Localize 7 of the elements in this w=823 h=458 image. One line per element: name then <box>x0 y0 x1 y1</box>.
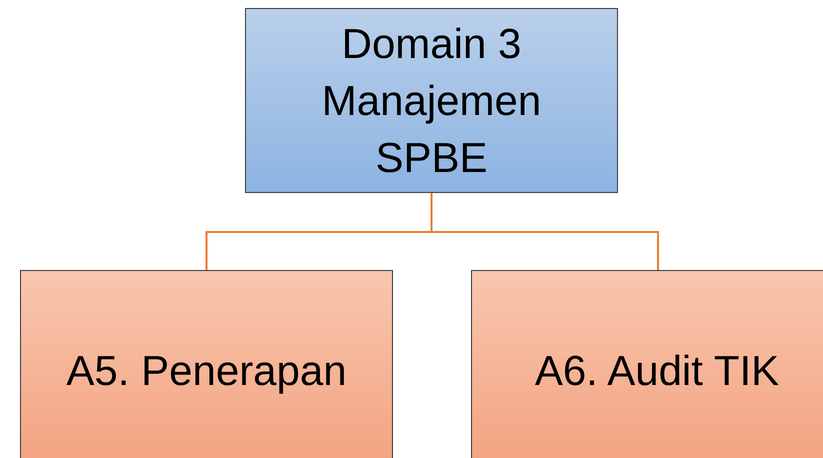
process-box <box>471 270 823 458</box>
box-label: A6. Audit TIK <box>534 346 780 396</box>
process-box <box>20 270 393 458</box>
domain-box <box>245 8 618 193</box>
box-label: Domain 3 Manajemen SPBE <box>320 19 542 183</box>
connector-line <box>430 193 659 270</box>
box-label: A5. Penerapan <box>66 346 347 396</box>
